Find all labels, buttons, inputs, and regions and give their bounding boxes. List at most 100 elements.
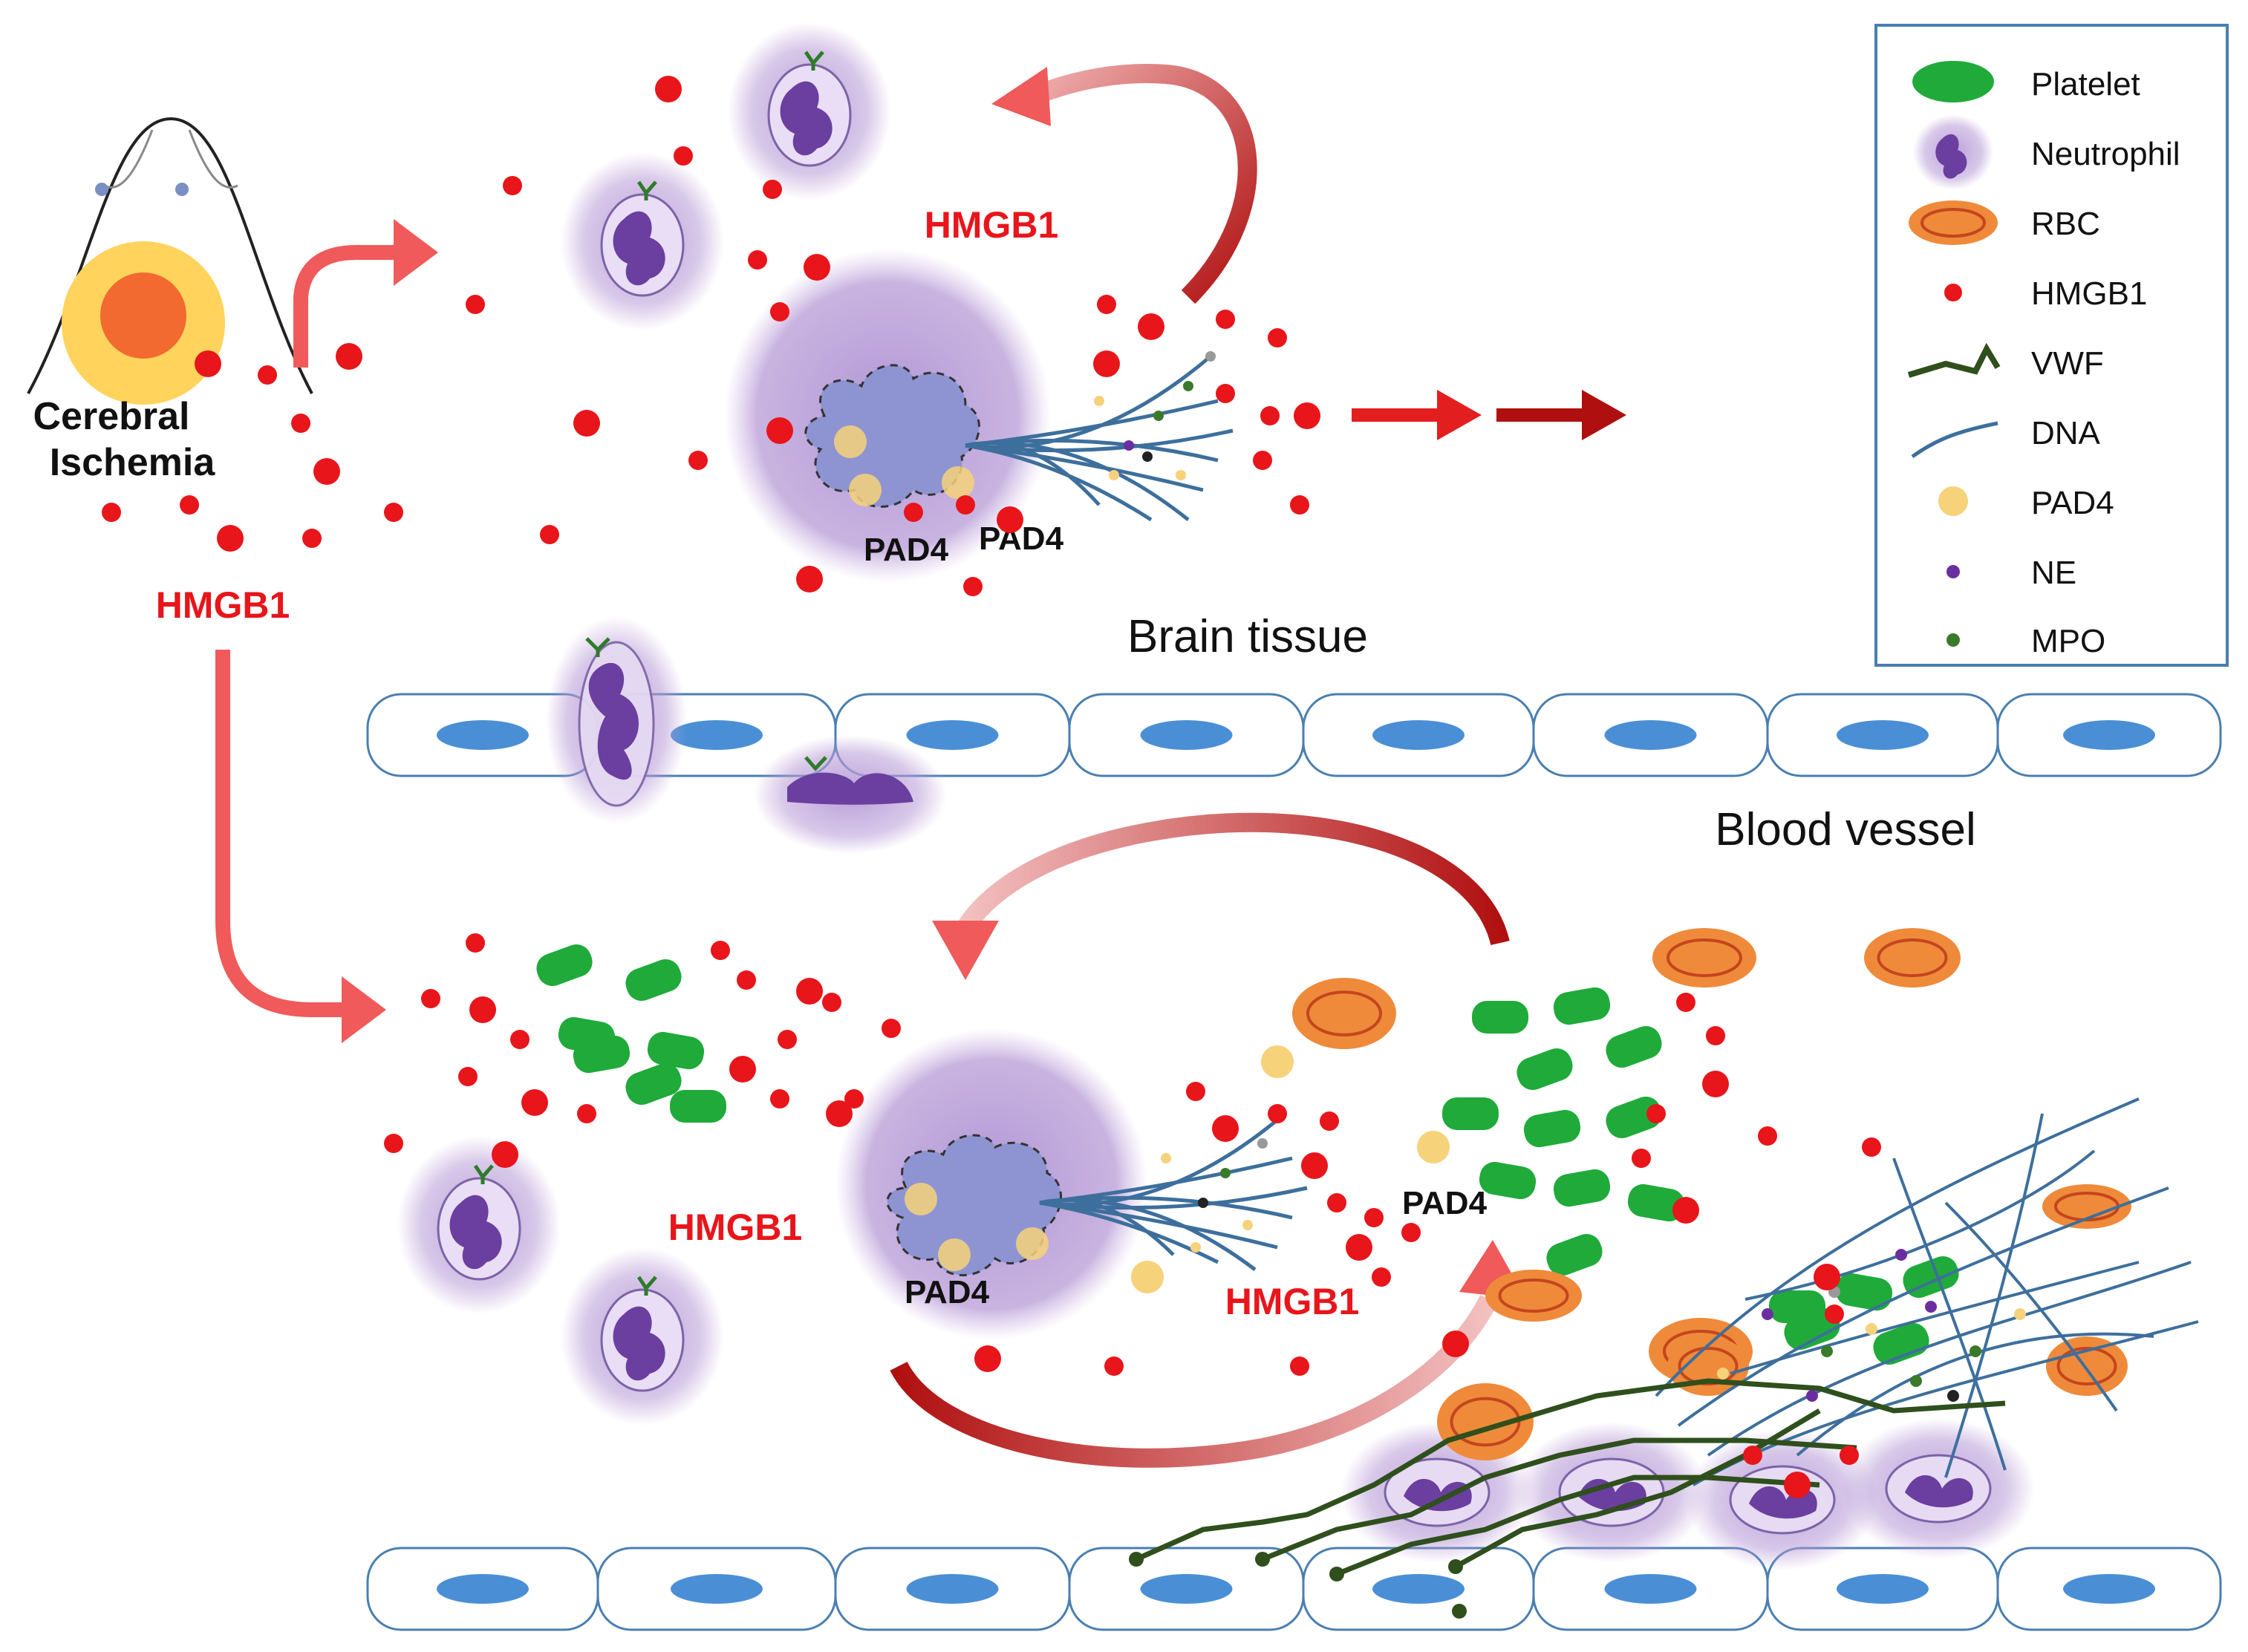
hmgb1-dot [1346,1234,1372,1261]
pad4-particle [1261,1045,1294,1078]
hmgb1-dot [956,495,975,515]
rbc [1485,1270,1582,1322]
endothelial-nucleus [1604,720,1697,750]
thrombus-dna [1944,1201,2118,1412]
hmgb1-dot [469,996,496,1023]
neutrophils-top [561,22,891,330]
hmgb1-dot [573,410,600,437]
hmgb1-dot [963,577,983,596]
blood-vessel-label: Blood vessel [1715,804,1976,855]
hmgb1-dot [729,1056,756,1083]
ne-dot-icon [1946,565,1960,578]
adherent-neutrophil [1842,1418,2035,1559]
platelet [625,1062,682,1106]
net-protein [2014,1308,2026,1320]
platelet [1553,987,1611,1025]
hmgb1-dot [1862,1137,1881,1157]
netosis-cell-bottom [835,1028,1147,1340]
hmgb1-dot [1401,1223,1421,1242]
hmgb1-dot [1212,1115,1239,1142]
hmgb1-dot [748,250,767,270]
hmgb1-dot [492,1141,518,1168]
hmgb1-dot [421,989,440,1008]
dna-strand [965,441,1101,506]
hmgb1-dot [770,302,789,321]
rbc-ring [1306,990,1382,1036]
hmgb1-dot [737,970,756,990]
legend-label-mpo: MPO [2031,623,2105,659]
bottom-feedback-arrow-upper [932,812,1510,980]
platelet [1516,1048,1573,1091]
pad4-top-label-a: PAD4 [864,532,949,568]
net-protein [1161,1153,1171,1163]
vwf-strand [1335,1475,1820,1577]
hmgb1-dot [302,529,322,548]
platelet-icon [1912,61,1994,102]
thrombus-dna [1744,1149,2096,1301]
hmgb1-dot [711,941,730,960]
rbc [2042,1184,2131,1229]
rbc [1864,928,1961,987]
hmgb1-dot [796,978,823,1005]
hmgb1-dot [258,365,277,385]
hmgb1-dot [1632,1149,1651,1168]
net-protein [1910,1375,1922,1387]
rbc-ring [1877,938,1948,977]
net-protein [1153,411,1164,421]
ischemia-label: Ischemia [50,441,216,484]
neutrophil [561,1247,724,1426]
endothelial-nucleus [437,720,529,750]
thrombus-dna [1707,1261,2192,1457]
hmgb1-dot [1672,1197,1699,1224]
platelets [536,944,1959,1365]
neutrophil [728,22,891,200]
pad4-dot-icon [1938,486,1968,516]
hmgb1-dot [577,1104,596,1123]
hmgb1-dot [1702,1071,1729,1097]
net-protein [1124,440,1134,451]
hmgb1-dot [1186,1082,1205,1101]
hmgb1-dot [655,76,682,102]
platelet [536,944,593,987]
platelet [1606,1025,1662,1068]
dna-strand [965,443,1153,522]
hmgb1-dot [503,176,522,195]
hmgb1-dot [796,566,823,592]
hmgb1-dot [1676,993,1695,1012]
thrombus-dna [1730,1261,2140,1375]
vwf-anchor [1329,1567,1344,1581]
hmgb1-dot [1104,1356,1124,1376]
net-protein [1109,470,1119,480]
arrow-to-blood-vessel [215,650,386,1043]
endothelial-nucleus [1837,720,1929,750]
hmgb1-dot [102,503,121,522]
hmgb1-dot [826,1100,853,1127]
hmgb1-dot [1260,406,1280,425]
hmgb1-dot [458,1067,478,1086]
hmgb1-dot [770,1089,789,1109]
neutrophil-icon [1913,114,1993,190]
pad4-particle [1131,1261,1164,1293]
legend: Platelet Neutrophil RBC HMGB1 VWF DNA PA… [1874,24,2229,667]
legend-label-pad4: PAD4 [2031,485,2114,521]
dna-strand [1039,1201,1278,1250]
platelet [1479,1161,1537,1200]
endothelial-nucleus [1604,1574,1697,1604]
progression-arrows [1352,390,1626,440]
hmgb1-dot [1364,1208,1384,1227]
endothelial-nucleus [1372,720,1465,750]
hmgb1-dot [822,993,841,1012]
hmgb1-dot [1290,495,1309,515]
vwf-anchor [1448,1559,1463,1574]
endothelial-nucleus [1837,1574,1929,1604]
rbc [2046,1336,2128,1396]
pad4-particle [1417,1131,1450,1163]
platelet [1442,1097,1499,1130]
hmgb1-dot [1290,1356,1309,1376]
hmgb1-dot [1706,1026,1725,1045]
ischemic-core-inner [100,272,186,359]
net-protein [1094,396,1104,406]
hmgb1-left-label: HMGB1 [156,584,290,626]
thrombus-dna [1655,1097,2140,1397]
net-protein [1242,1220,1253,1230]
